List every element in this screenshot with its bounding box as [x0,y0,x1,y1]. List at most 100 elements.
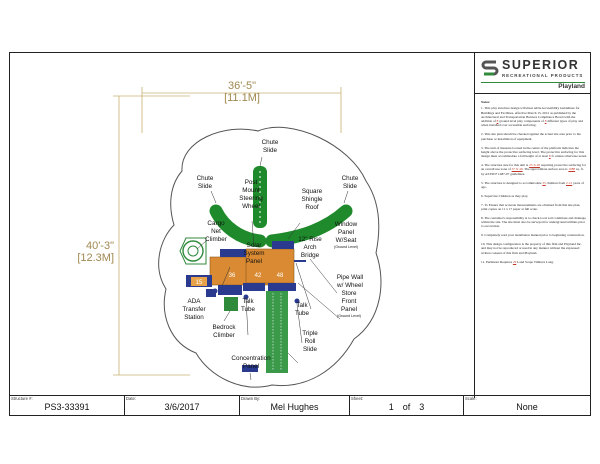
label-triple-roll: Triple [302,330,318,337]
deck-height-42: 42 [255,273,262,279]
label-chute-left: Chute [197,175,214,182]
label-pipe-wall-2: w/ Wheel [336,282,363,289]
label-window-panel-3: W/Seat [336,237,357,244]
label-window-panel: Window [335,221,358,228]
note-10: 10. This design configuration is the pro… [481,242,582,255]
deck-platforms [186,241,306,295]
sheet-cell: Sheet: 1 of 3 [350,396,464,415]
sheet-number: 1 [388,402,394,412]
scale-value: None [516,402,538,412]
height-dimension-metric: [12.3M] [77,252,114,264]
deck-height-15: 15 [196,280,203,286]
label-store-front-3: Panel [341,306,357,313]
label-store-front-4: (Ground Level) [337,314,361,318]
label-window-panel-2: Panel [338,229,354,236]
scale-cell: Scale: None [464,396,590,415]
structure-label: Structure #: [11,396,33,401]
label-talk-tube-right: Talk [296,302,308,309]
label-chute-right-2: Slide [343,183,357,190]
label-post-mount-4: Wheel [242,203,260,210]
site-plan-sheet: 36'-5" [11.1M] 40'-3" [12.3M] [9,52,591,416]
note-1: 1. This play structure design will meet … [481,106,583,128]
label-solar-panel-3: Panel [246,258,262,265]
structure-value: PS3-33391 [44,402,90,412]
superior-s-icon [481,60,499,76]
bedrock-climber [224,297,238,311]
label-square-roof-2: Shingle [301,196,323,203]
chute-slide-left [209,204,267,248]
label-talk-tube-right-2: Tube [295,310,310,317]
note-4: 4. The structure size for this unit is 2… [481,163,586,176]
site-plan-drawing: 36'-5" [11.1M] 40'-3" [12.3M] [77,80,382,388]
label-arch-bridge: 12" Rise [298,236,322,243]
label-pipe-wall: Pipe Wall [337,274,363,281]
note-6: 6. Supervise Children as they play. [481,193,529,198]
note-9: 9. Completely read your installation man… [481,233,585,238]
label-chute-top: Chute [262,139,279,146]
talk-tube-right [294,298,300,304]
date-value: 3/6/2017 [164,402,200,412]
cargo-net-climber [179,237,207,265]
sheet-value: 1 of 3 [350,402,463,412]
label-post-mount-3: Steering [239,195,263,202]
notes-heading: Notes: [481,100,491,104]
label-post-mount-2: Mount [242,187,260,194]
label-ada-station-3: Station [184,314,204,321]
notes-list: Notes: 1. This play structure design wil… [475,94,591,264]
note-8: 8. The customer's responsibility is to c… [481,215,586,229]
note-7: 7. To Ensure that accurate measurements … [481,202,581,211]
talk-tube-left [243,294,249,300]
label-ada-station: ADA [188,298,202,305]
label-arch-bridge-3: Bridge [301,252,320,259]
label-square-roof-3: Roof [305,204,319,211]
label-chute-left-2: Slide [198,183,212,190]
label-talk-tube-left: Talk [242,298,254,305]
width-dimension-metric: [11.1M] [224,92,260,104]
logo-brand: SUPERIOR [502,58,580,72]
deck-height-36: 36 [229,273,236,279]
logo-rule [481,82,585,83]
label-cargo-net: Cargo [207,220,225,227]
chute-slide-right [265,204,353,248]
logo-product-line: Playland [558,83,585,90]
height-dimension [113,95,190,376]
label-cargo-net-3: Climber [205,236,227,243]
label-square-roof: Square [302,188,323,195]
title-block: Structure #: PS3-33391 Date: 3/6/2017 Dr… [10,395,590,415]
date-label: Date: [126,396,137,401]
label-post-mount: Post [245,179,258,186]
label-solar-panel: Solar [247,242,262,249]
label-concentration-2: Panel [243,363,259,370]
label-store-front-2: Front [342,298,357,305]
structure-cell: Structure #: PS3-33391 [10,396,125,415]
height-dimension-text: 40'-3" [86,240,114,252]
ada-transfer-station [206,288,218,297]
label-solar-panel-2: System [244,250,265,257]
sheet-label: Sheet: [351,396,364,401]
label-bedrock-climber: Bedrock [212,324,236,331]
logo-tagline: RECREATIONAL PRODUCTS [502,73,584,78]
label-chute-top-2: Slide [263,147,277,154]
label-bedrock-climber-2: Climber [213,332,235,339]
triple-roll-slide [266,291,288,373]
date-cell: Date: 3/6/2017 [125,396,240,415]
drawn-by-value: Mel Hughes [270,402,319,412]
leader-lines [196,156,349,381]
label-cargo-net-2: Net [211,228,221,235]
note-3: 3. The unit of measure located in the ce… [481,145,587,159]
deck-height-48: 48 [277,273,284,279]
notes-sidebar: SUPERIOR RECREATIONAL PRODUCTS Playland … [474,53,591,398]
sheet-total: 3 [419,402,425,412]
label-arch-bridge-2: Arch [304,244,317,251]
sheet-of: of [402,402,411,412]
width-dimension-text: 36'-5" [228,80,256,92]
note-2: 2. This site plan should be checked agai… [481,132,581,141]
label-chute-right: Chute [342,175,359,182]
label-window-panel-4: (Ground Level) [334,245,358,249]
label-store-front: Store [341,290,357,297]
scale-label: Scale: [465,396,477,401]
label-ada-station-2: Transfer [182,306,205,313]
drawn-by-cell: Drawn By: Mel Hughes [240,396,350,415]
label-triple-roll-3: Slide [303,346,317,353]
use-zone-outline [158,126,382,388]
